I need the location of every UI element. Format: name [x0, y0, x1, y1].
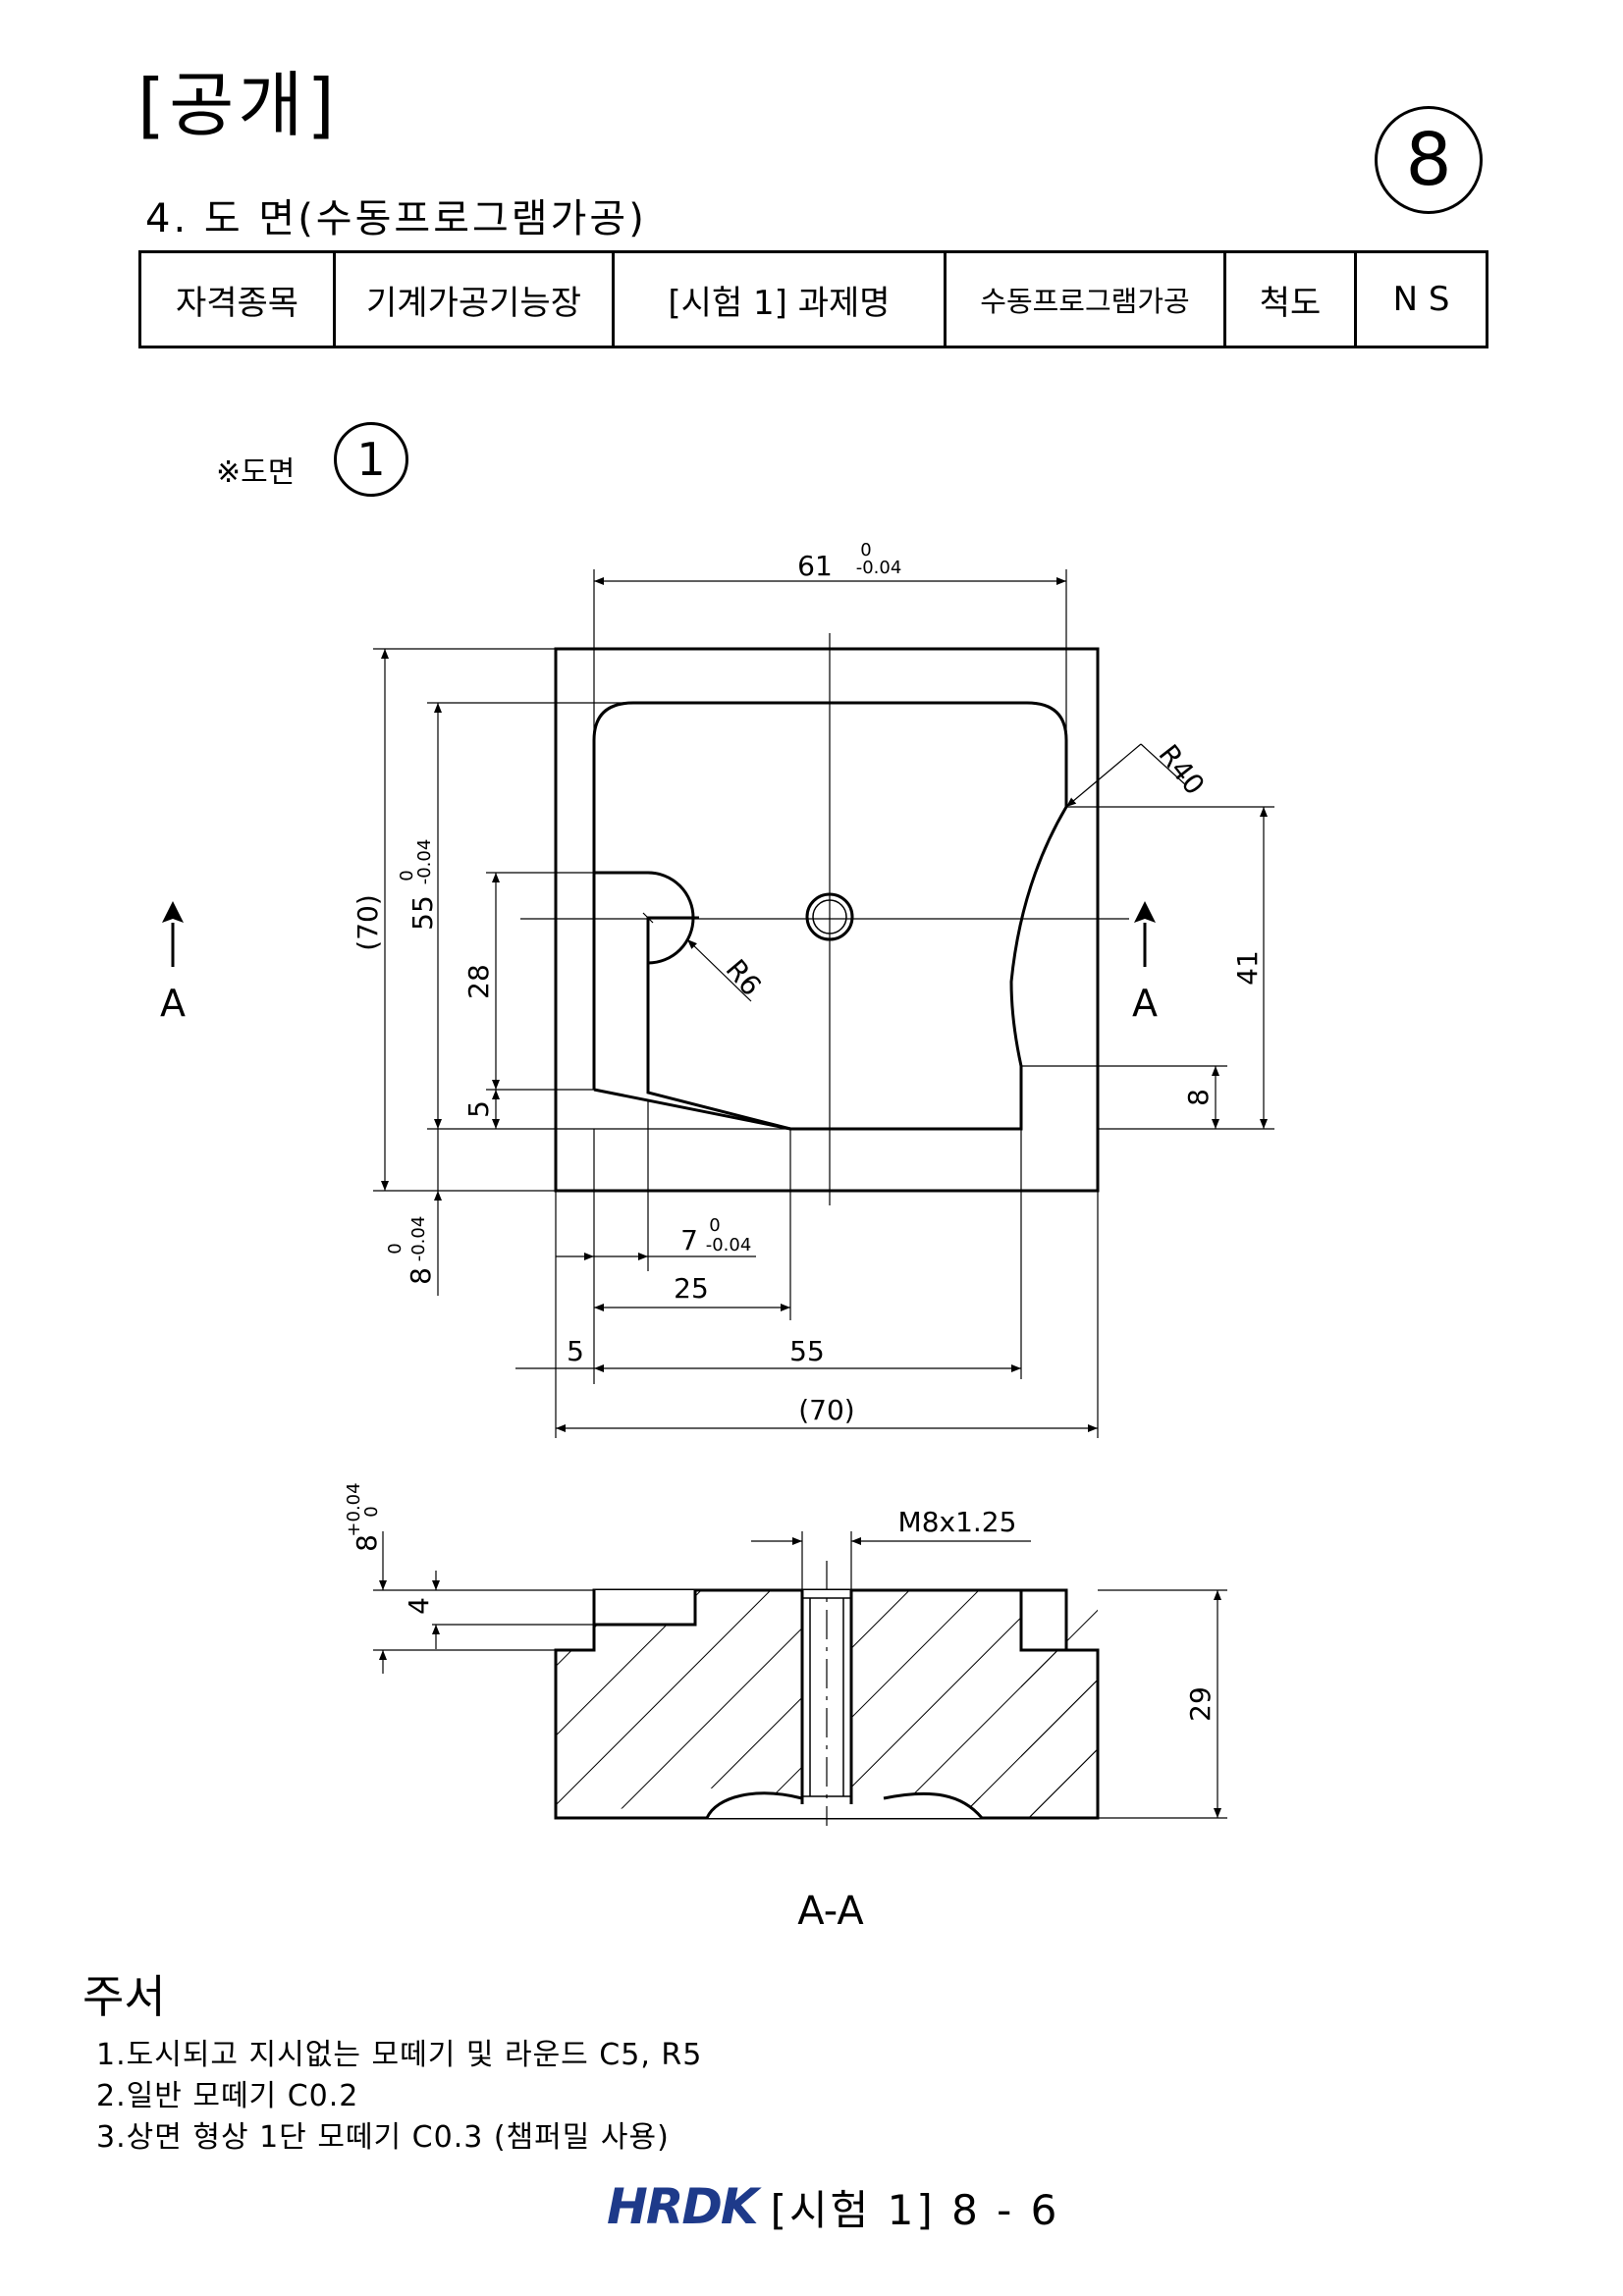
- outer-square: [554, 647, 1100, 1193]
- dim-29: 29: [1184, 1686, 1217, 1722]
- scale-value-cell: N S: [1354, 250, 1488, 348]
- tol-55-upper: 0: [397, 870, 417, 881]
- dim-8-right: 8: [1182, 1089, 1215, 1106]
- sheet-label: ※도면: [216, 455, 296, 490]
- pocket-outline: [592, 701, 1068, 1131]
- task-label-cell: [시험 1] 과제명: [612, 250, 947, 348]
- tol-61-lower: -0.04: [856, 558, 902, 578]
- tol-61-upper: 0: [860, 540, 871, 561]
- dim-70-horizontal: (70): [798, 1394, 854, 1426]
- tol-8-upper: 0: [385, 1243, 406, 1254]
- dim-step-8: 8: [351, 1534, 383, 1552]
- svg-text:A: A: [1132, 982, 1158, 1025]
- notes-title: 주서: [82, 1970, 166, 2023]
- tol-7-lower: -0.04: [706, 1235, 752, 1255]
- section-marker-left: A: [160, 901, 186, 1025]
- top-view: 61 0 -0.04 (70) 55 0 -0.04 28 5 8 0 -0.0…: [160, 540, 1274, 1438]
- field-value-cell: 기계가공기능장: [333, 250, 615, 348]
- note-item-3: 3.상면 형상 1단 모떼기 C0.3 (챔퍼밀 사용): [96, 2120, 670, 2155]
- dim-28: 28: [462, 964, 495, 999]
- section-heading: 4. 도 면(수동프로그램가공): [145, 196, 647, 241]
- svg-text:A: A: [160, 982, 186, 1025]
- note-item-1: 1.도시되고 지시없는 모떼기 및 라운드 C5, R5: [96, 2038, 703, 2072]
- info-table: 자격종목 기계가공기능장 [시험 1] 과제명 수동프로그램가공 척도 N S: [138, 250, 1488, 348]
- tol-55-lower: -0.04: [414, 839, 435, 885]
- section-marker-right: A: [1132, 901, 1158, 1025]
- page-indicator: [시험 1] 8 - 6: [770, 2185, 1060, 2234]
- dim-7: 7: [680, 1224, 698, 1256]
- notch-r6: [594, 871, 695, 1093]
- dim-5-bottom: 5: [567, 1335, 584, 1367]
- hrdk-logo: HRDK: [607, 2178, 759, 2235]
- dim-thread: M8x1.25: [898, 1506, 1017, 1538]
- dim-55-horizontal: 55: [789, 1335, 825, 1367]
- chamfer-bottom: [593, 1088, 791, 1131]
- field-label-cell: 자격종목: [138, 250, 336, 348]
- task-value-cell: 수동프로그램가공: [944, 250, 1226, 348]
- dim-41: 41: [1231, 950, 1264, 986]
- footer: HRDK [시험 1] 8 - 6: [607, 2177, 1059, 2236]
- tol-8-lower: -0.04: [408, 1216, 429, 1262]
- dim-8-bottom: 8: [405, 1267, 437, 1285]
- radius-r40: R40: [1153, 738, 1212, 801]
- dim-4: 4: [403, 1597, 435, 1615]
- dim-55-vertical: 55: [406, 895, 439, 931]
- dim-25: 25: [674, 1272, 709, 1305]
- tol-step-zero: 0: [361, 1506, 382, 1517]
- radius-r6: R6: [720, 953, 768, 1002]
- scale-label-cell: 척도: [1223, 250, 1357, 348]
- dim-5-left: 5: [462, 1100, 495, 1118]
- document-title: [공개]: [137, 64, 339, 146]
- note-item-2: 2.일반 모떼기 C0.2: [96, 2079, 359, 2113]
- dim-61: 61: [797, 550, 833, 582]
- tol-7-upper: 0: [709, 1215, 720, 1236]
- sheet-number-circle: 1: [334, 422, 408, 497]
- sheet-number-badge: 8: [1375, 106, 1483, 214]
- section-label: A-A: [797, 1889, 864, 1934]
- dim-70-vertical: (70): [352, 894, 384, 950]
- tol-step-plus: +0.04: [344, 1482, 364, 1536]
- section-view: M8x1.25 29 8 +0.04 0 4 A-A: [344, 1482, 1227, 1934]
